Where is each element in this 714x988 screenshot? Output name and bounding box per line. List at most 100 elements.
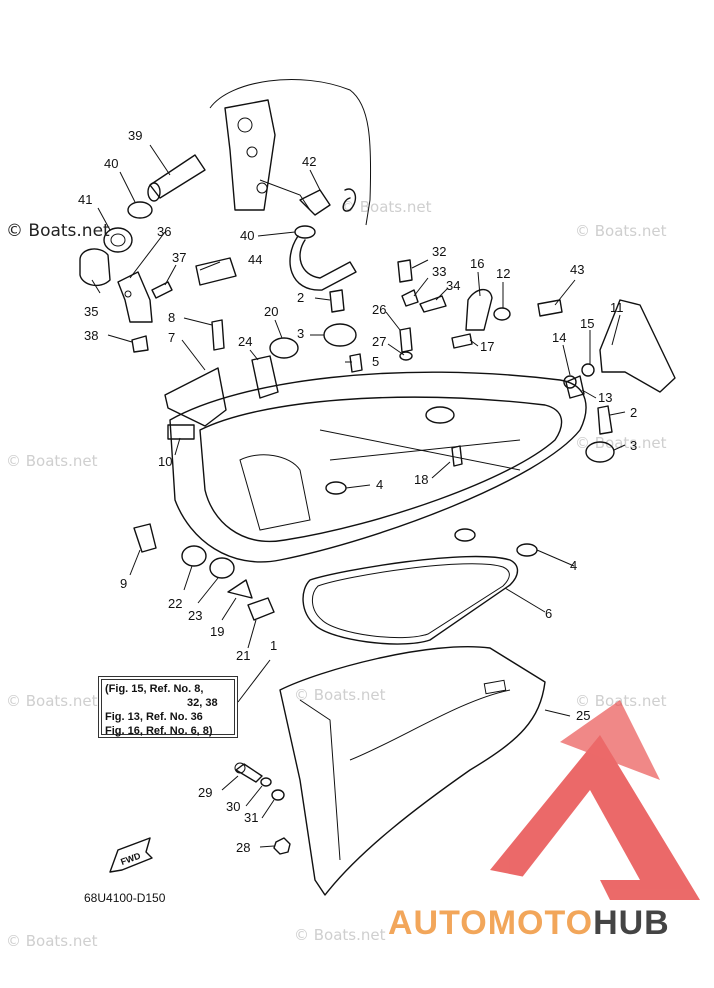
watermark-text: © Boats.net [340, 198, 432, 216]
watermark-text: © Boats.net [575, 692, 667, 710]
callout-12: 12 [496, 266, 510, 281]
callout-15: 15 [580, 316, 594, 331]
note-line: 32, 38 [187, 697, 218, 709]
callout-25: 25 [576, 708, 590, 723]
callout-8: 8 [168, 310, 175, 325]
label-plate-44 [195, 257, 237, 286]
callout-28: 28 [236, 840, 250, 855]
lever-handle-11 [599, 299, 676, 393]
callout-22: 22 [168, 596, 182, 611]
watermark-text: © Boats.net [294, 686, 386, 704]
watermark-main: © Boats.net [6, 221, 110, 241]
seal-6 [302, 555, 519, 645]
callout-40-upper: 40 [104, 156, 118, 171]
bushing-12 [493, 307, 511, 321]
plug-22 [181, 545, 207, 567]
cap-19 [227, 579, 253, 599]
washer-30 [260, 777, 272, 787]
apron-25 [279, 646, 546, 896]
watermark-text: © Boats.net [6, 692, 98, 710]
clip-33 [401, 289, 419, 307]
note-line: Fig. 13, Ref. No. 36 [105, 711, 203, 723]
callout-5: 5 [372, 354, 379, 369]
callout-36: 36 [157, 224, 171, 239]
bracket-7 [164, 367, 227, 427]
plate-10 [167, 424, 195, 440]
screw-38 [131, 335, 149, 353]
clamp-40-lower [294, 225, 316, 239]
grommet-3-left [323, 323, 357, 347]
clamp-40-upper [127, 201, 153, 219]
bracket-36 [117, 271, 153, 323]
leader-lines [91, 144, 626, 848]
callout-43: 43 [570, 262, 584, 277]
watermark-text: © Boats.net [575, 434, 667, 452]
callout-32: 32 [432, 244, 446, 259]
label-43 [537, 299, 563, 317]
callout-26: 26 [372, 302, 386, 317]
callout-39: 39 [128, 128, 142, 143]
brand-wordmark: AUTOMOTOHUB [388, 904, 670, 943]
lever-16 [465, 288, 493, 331]
collar-4-right [516, 543, 538, 557]
note-line: Fig. 16, Ref. No. 6, 8) [105, 725, 213, 737]
fwd-label: FWD [119, 850, 142, 867]
washer-27 [399, 351, 413, 361]
callout-2-right: 2 [630, 405, 637, 420]
callout-11: 11 [610, 300, 624, 315]
callout-29: 29 [198, 785, 212, 800]
pin-17 [451, 333, 473, 349]
brand-part-2: HUB [593, 904, 670, 942]
collar-4-left [325, 481, 347, 495]
brand-part-1: AUTOMOTO [388, 904, 594, 942]
callout-44: 44 [248, 252, 262, 267]
callout-33: 33 [432, 264, 446, 279]
callout-38: 38 [84, 328, 98, 343]
spring-34 [419, 295, 447, 313]
screw-18 [451, 445, 463, 467]
watermark-text: © Boats.net [575, 222, 667, 240]
brand-logo-icon [490, 700, 700, 900]
callout-42: 42 [302, 154, 316, 169]
watermark-text: © Boats.net [6, 452, 98, 470]
grommet-21 [247, 597, 275, 621]
grommet-35 [79, 248, 111, 287]
drawing-code: 68U4100-D150 [84, 891, 166, 905]
washer-31 [271, 789, 285, 801]
callout-35: 35 [84, 304, 98, 319]
fitting-42 [299, 188, 357, 216]
callout-34: 34 [446, 278, 460, 293]
callout-24: 24 [238, 334, 252, 349]
bracket-24 [251, 355, 279, 399]
callout-1: 1 [270, 638, 277, 653]
nut-28 [273, 837, 291, 855]
bolt-2-right [597, 405, 613, 435]
note-line: (Fig. 15, Ref. No. 8, [105, 683, 204, 695]
callout-20: 20 [264, 304, 278, 319]
callout-27: 27 [372, 334, 386, 349]
callout-40-lower: 40 [240, 228, 254, 243]
callout-9: 9 [120, 576, 127, 591]
bottom-cowling-1 [169, 371, 587, 563]
washer-14 [563, 375, 577, 389]
callout-17: 17 [480, 339, 494, 354]
clip-9 [133, 523, 157, 553]
reference-note-box: (Fig. 15, Ref. No. 8, 32, 38 Fig. 13, Re… [98, 676, 238, 738]
bolt-26 [399, 327, 413, 353]
watermarks: © Boats.net © Boats.net © Boats.net © Bo… [6, 198, 667, 950]
bolt-8 [211, 319, 225, 351]
bolt-29 [234, 762, 263, 783]
watermark-text: © Boats.net [294, 926, 386, 944]
hose-39 [147, 154, 357, 291]
washer-15 [581, 363, 595, 377]
bolt-13 [565, 375, 585, 399]
bolt-32 [397, 259, 413, 283]
gear-41 [103, 227, 133, 253]
clip-5 [349, 353, 363, 373]
watermark-text: © Boats.net [6, 932, 98, 950]
callout-18: 18 [414, 472, 428, 487]
callout-23: 23 [188, 608, 202, 623]
plug-23 [209, 557, 235, 579]
callout-2-left: 2 [297, 290, 304, 305]
